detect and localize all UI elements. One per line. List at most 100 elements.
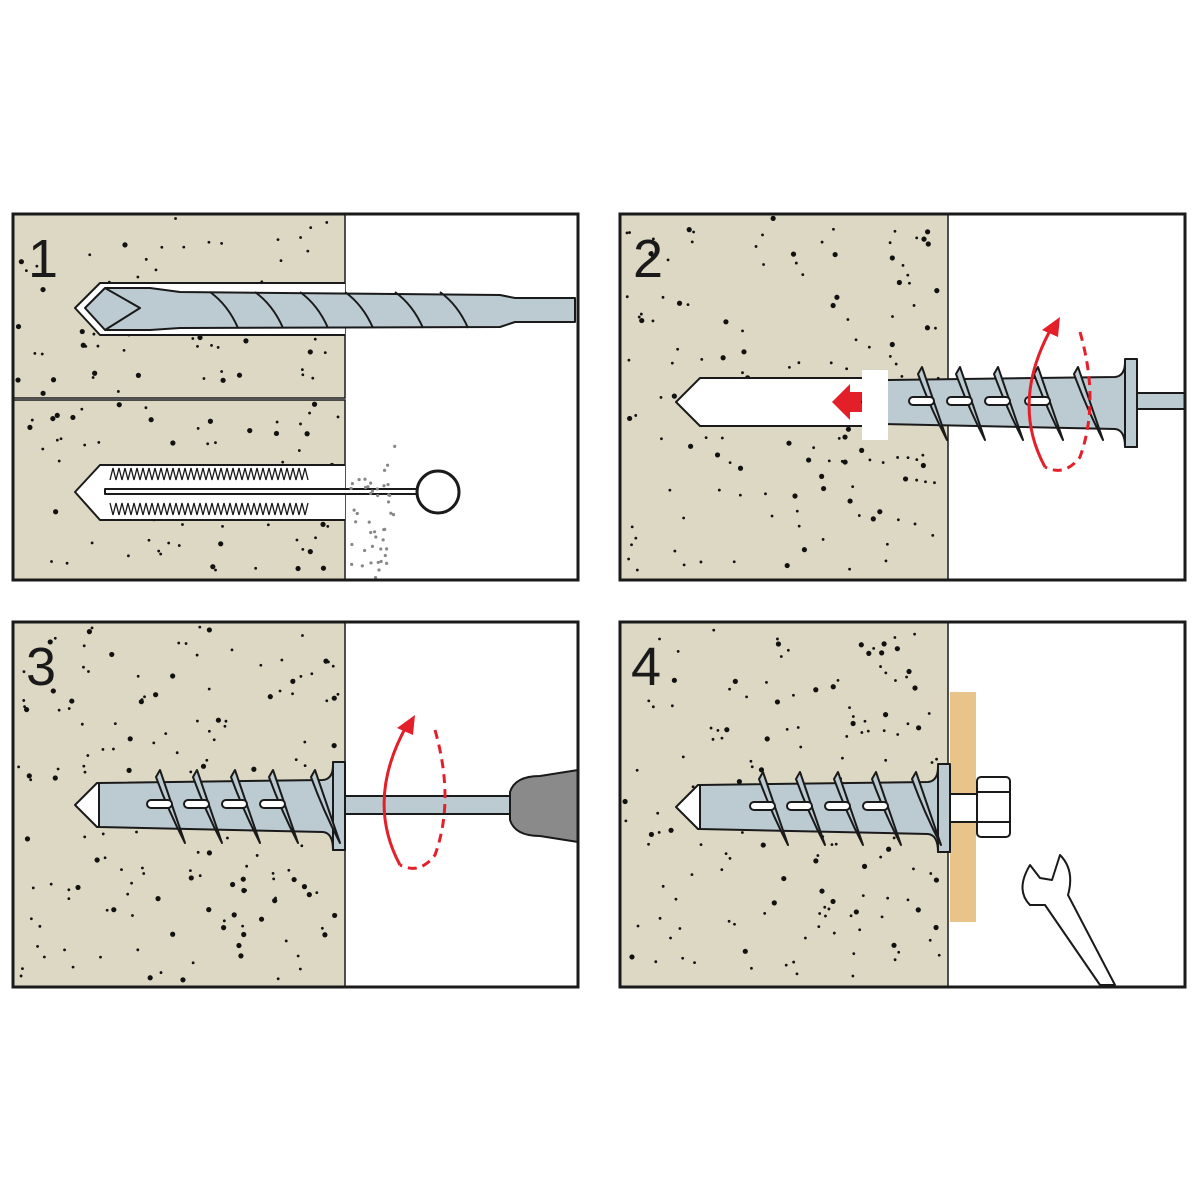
concrete-aggregate-dot bbox=[295, 538, 299, 542]
concrete-aggregate-dot bbox=[728, 857, 732, 860]
dust-particle bbox=[382, 484, 386, 488]
concrete-aggregate-dot bbox=[207, 729, 211, 733]
concrete-aggregate-dot bbox=[639, 312, 643, 316]
concrete-aggregate-dot bbox=[160, 245, 164, 249]
concrete-aggregate-dot bbox=[853, 909, 859, 915]
concrete-aggregate-dot bbox=[120, 868, 123, 871]
concrete-aggregate-dot bbox=[200, 763, 207, 769]
concrete-aggregate-dot bbox=[221, 925, 227, 931]
concrete-aggregate-dot bbox=[245, 864, 249, 868]
concrete-aggregate-dot bbox=[658, 916, 662, 920]
concrete-aggregate-dot bbox=[727, 919, 731, 923]
rotation-arrow bbox=[382, 724, 409, 866]
dust-particle bbox=[362, 548, 367, 553]
concrete-aggregate-dot bbox=[251, 766, 257, 772]
concrete-aggregate-dot bbox=[861, 894, 865, 898]
concrete-aggregate-dot bbox=[97, 440, 101, 444]
concrete-aggregate-dot bbox=[331, 742, 337, 749]
concrete-aggregate-dot bbox=[65, 561, 69, 565]
concrete-aggregate-dot bbox=[189, 869, 192, 873]
concrete-aggregate-dot bbox=[636, 924, 640, 928]
concrete-aggregate-dot bbox=[699, 843, 703, 847]
concrete-aggregate-dot bbox=[50, 415, 56, 422]
concrete-aggregate-dot bbox=[760, 842, 766, 848]
concrete-aggregate-dot bbox=[630, 525, 634, 529]
concrete-aggregate-dot bbox=[933, 481, 936, 485]
concrete-aggregate-dot bbox=[238, 953, 244, 959]
concrete-aggregate-dot bbox=[206, 907, 212, 913]
concrete-aggregate-dot bbox=[630, 543, 633, 547]
concrete-aggregate-dot bbox=[29, 917, 33, 921]
concrete-aggregate-dot bbox=[624, 819, 628, 823]
concrete-aggregate-dot bbox=[290, 678, 296, 684]
concrete-aggregate-dot bbox=[627, 358, 631, 362]
concrete-aggregate-dot bbox=[111, 907, 117, 913]
concrete-aggregate-dot bbox=[634, 536, 638, 540]
concrete-aggregate-dot bbox=[801, 273, 805, 277]
dust-particle bbox=[366, 485, 370, 489]
concrete-aggregate-dot bbox=[59, 437, 63, 441]
concrete-aggregate-dot bbox=[206, 627, 212, 633]
dust-particle bbox=[379, 547, 383, 551]
concrete-aggregate-dot bbox=[276, 238, 280, 242]
concrete-aggregate-dot bbox=[116, 390, 120, 393]
brush-bristles-top bbox=[109, 467, 309, 481]
concrete-aggregate-dot bbox=[693, 961, 696, 964]
rotation-arrow-dashed bbox=[1044, 331, 1092, 472]
concrete-aggregate-dot bbox=[226, 836, 229, 840]
concrete-aggregate-dot bbox=[886, 896, 890, 900]
concrete-aggregate-dot bbox=[155, 896, 161, 902]
wrench-icon bbox=[1021, 854, 1116, 986]
concrete-aggregate-dot bbox=[921, 236, 927, 242]
anchor-slot bbox=[862, 801, 889, 811]
drill-flute bbox=[209, 291, 239, 329]
concrete-aggregate-dot bbox=[881, 641, 887, 647]
dust-particle bbox=[349, 486, 353, 491]
concrete-aggregate-dot bbox=[80, 342, 86, 348]
concrete-aggregate-dot bbox=[306, 249, 310, 253]
dust-particle bbox=[382, 468, 387, 472]
concrete-aggregate-dot bbox=[786, 440, 792, 446]
concrete-aggregate-dot bbox=[879, 650, 885, 656]
screwdriver-handle bbox=[509, 769, 579, 843]
concrete-aggregate-dot bbox=[49, 882, 53, 886]
concrete-aggregate-dot bbox=[902, 476, 909, 482]
concrete-aggregate-dot bbox=[913, 522, 917, 526]
concrete-aggregate-dot bbox=[210, 344, 213, 347]
dust-particle bbox=[352, 508, 356, 512]
concrete-aggregate-dot bbox=[723, 319, 729, 325]
concrete-aggregate-dot bbox=[301, 547, 305, 551]
concrete-aggregate-dot bbox=[830, 843, 834, 847]
concrete-aggregate-dot bbox=[775, 641, 782, 647]
concrete-aggregate-dot bbox=[267, 694, 273, 700]
concrete-aggregate-dot bbox=[241, 931, 247, 938]
concrete-aggregate-dot bbox=[823, 905, 827, 909]
concrete-aggregate-dot bbox=[745, 695, 749, 699]
concrete-aggregate-dot bbox=[912, 685, 918, 691]
concrete-aggregate-dot bbox=[915, 478, 919, 482]
concrete-aggregate-dot bbox=[905, 675, 908, 679]
concrete-aggregate-dot bbox=[243, 338, 249, 344]
concrete-aggregate-dot bbox=[889, 341, 895, 348]
dust-particle bbox=[373, 575, 378, 580]
concrete-aggregate-dot bbox=[661, 884, 665, 888]
concrete-aggregate-dot bbox=[207, 418, 214, 424]
concrete-aggregate-dot bbox=[841, 756, 844, 760]
concrete-aggregate-dot bbox=[278, 689, 282, 693]
dust-particle bbox=[381, 538, 385, 542]
concrete-aggregate-dot bbox=[720, 436, 724, 440]
concrete-aggregate-dot bbox=[153, 692, 159, 698]
concrete-aggregate-dot bbox=[326, 524, 330, 528]
concrete-aggregate-dot bbox=[896, 733, 900, 736]
concrete-aggregate-dot bbox=[50, 560, 53, 563]
concrete-aggregate-dot bbox=[141, 866, 144, 870]
insert-direction-arrow-icon bbox=[832, 384, 866, 420]
dust-particle bbox=[389, 511, 393, 515]
concrete-aggregate-dot bbox=[40, 352, 44, 356]
concrete-aggregate-dot bbox=[247, 427, 253, 434]
concrete-aggregate-dot bbox=[930, 761, 934, 764]
concrete-aggregate-dot bbox=[651, 237, 655, 241]
concrete-aggregate-dot bbox=[813, 858, 819, 864]
dust-particle bbox=[367, 520, 371, 524]
concrete-aggregate-dot bbox=[795, 972, 799, 976]
